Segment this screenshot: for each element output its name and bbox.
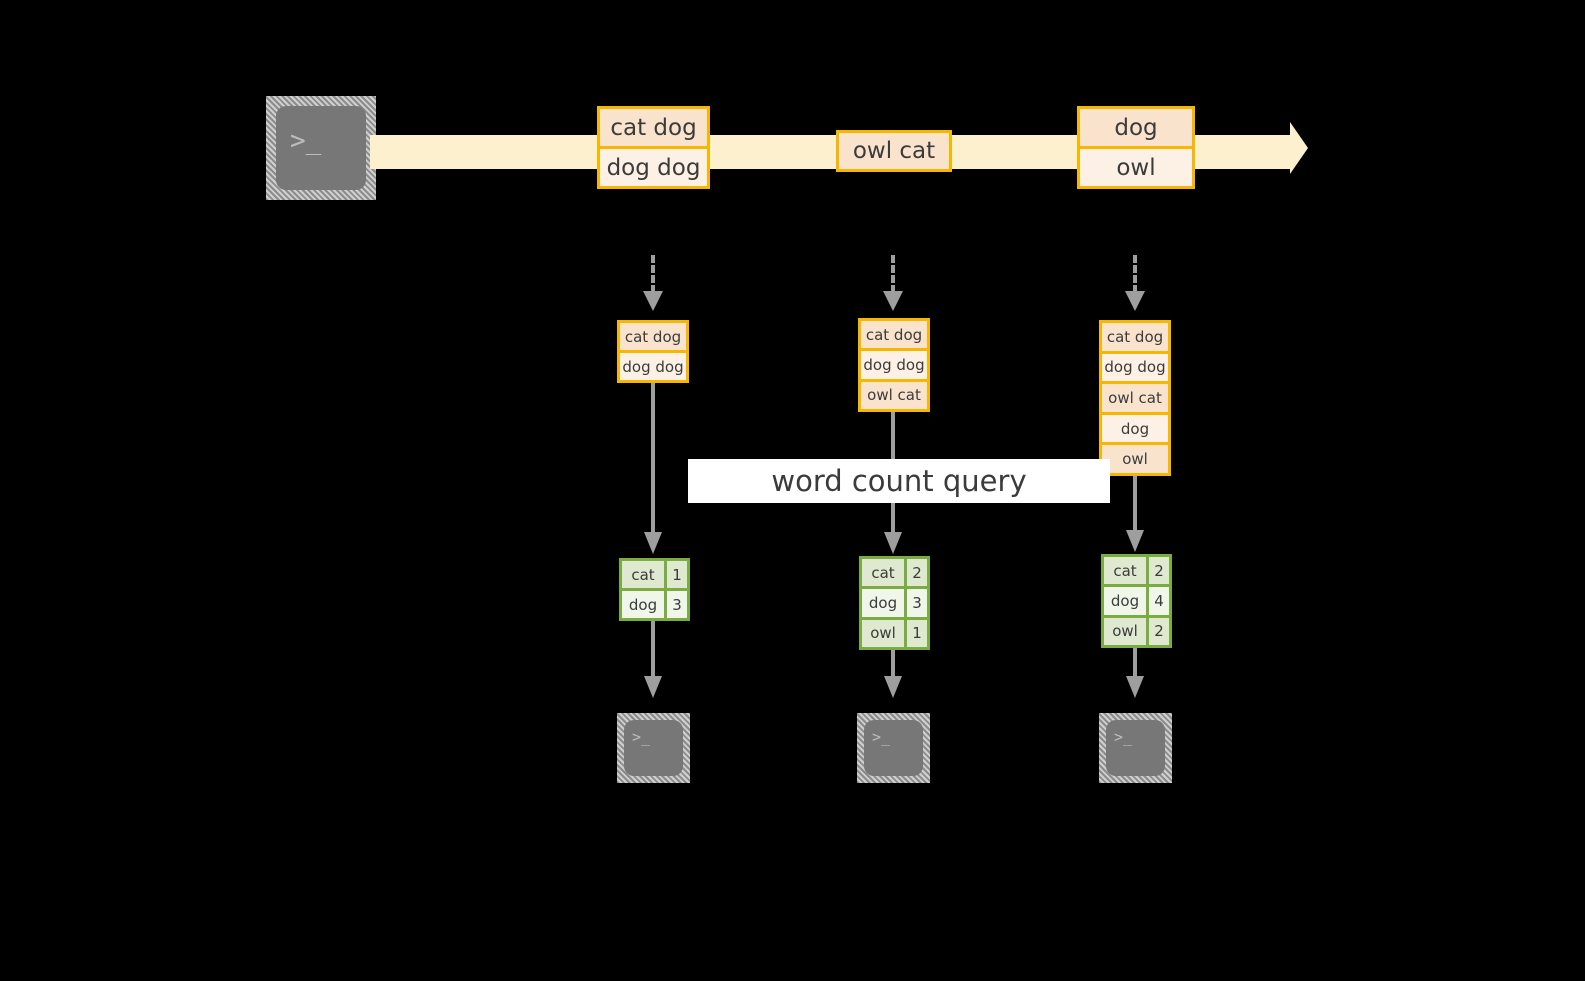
- query-arrow-head-icon: [1126, 530, 1144, 552]
- sink-terminal-icon: >_: [1099, 713, 1172, 783]
- table-row: dog 4: [1104, 584, 1169, 615]
- ingest-connector-line: [1133, 255, 1137, 293]
- result-count-cell: 2: [904, 559, 927, 587]
- sink-terminal-icon: >_: [617, 713, 690, 783]
- table-row: cat 2: [862, 559, 927, 587]
- stream-event-box: owl cat: [836, 130, 952, 172]
- table-row: owl 1: [862, 616, 927, 647]
- source-terminal-icon: >_: [266, 96, 376, 200]
- sink-arrow-head-icon: [884, 676, 902, 698]
- state-row: cat dog: [1102, 323, 1168, 351]
- table-row: cat 2: [1104, 557, 1169, 585]
- result-word-cell: dog: [862, 589, 904, 617]
- table-row: dog 3: [862, 586, 927, 617]
- ingest-arrow-head-icon: [643, 291, 663, 311]
- table-row: dog 3: [622, 588, 687, 618]
- query-banner: word count query: [688, 459, 1110, 503]
- terminal-screen: >_: [276, 106, 366, 190]
- state-row: dog dog: [1102, 350, 1168, 382]
- result-word-cell: dog: [1104, 587, 1146, 615]
- ingest-connector-line: [651, 255, 655, 293]
- result-table: cat 2 dog 3 owl 1: [859, 556, 930, 650]
- stream-event-line: owl: [1080, 146, 1192, 186]
- terminal-prompt-label: >_: [872, 728, 891, 746]
- ingest-connector-line: [891, 255, 895, 293]
- terminal-screen: >_: [624, 720, 683, 776]
- query-connector-line: [1133, 476, 1137, 538]
- state-box: cat dog dog dog: [617, 320, 689, 383]
- sink-connector-line: [651, 621, 655, 681]
- state-row: dog: [1102, 411, 1168, 443]
- result-count-cell: 2: [1146, 617, 1169, 645]
- result-table: cat 2 dog 4 owl 2: [1101, 554, 1172, 648]
- query-connector-line: [651, 383, 655, 538]
- stream-event-line: owl cat: [839, 133, 949, 169]
- terminal-prompt-label: >_: [290, 126, 322, 156]
- stream-event-line: dog: [1080, 109, 1192, 146]
- table-row: owl 2: [1104, 614, 1169, 645]
- state-row: owl cat: [1102, 381, 1168, 412]
- sink-arrow-head-icon: [644, 676, 662, 698]
- ingest-arrow-head-icon: [883, 291, 903, 311]
- result-count-cell: 3: [664, 591, 687, 618]
- state-row: cat dog: [861, 321, 927, 349]
- sink-connector-line: [1133, 648, 1137, 681]
- stream-event-box: cat dog dog dog: [597, 106, 710, 189]
- sink-connector-line: [891, 650, 895, 681]
- result-count-cell: 1: [904, 619, 927, 647]
- terminal-screen: >_: [864, 720, 923, 776]
- stream-event-box: dog owl: [1077, 106, 1195, 189]
- query-arrow-head-icon: [884, 532, 902, 554]
- state-row: dog dog: [620, 350, 686, 380]
- result-count-cell: 2: [1146, 557, 1169, 585]
- result-word-cell: dog: [622, 591, 664, 618]
- state-row: owl cat: [861, 378, 927, 409]
- result-word-cell: owl: [862, 619, 904, 647]
- ingest-arrow-head-icon: [1125, 291, 1145, 311]
- result-count-cell: 1: [664, 561, 687, 588]
- sink-arrow-head-icon: [1126, 676, 1144, 698]
- stream-arrow-head-icon: [1290, 122, 1308, 174]
- terminal-prompt-label: >_: [632, 728, 651, 746]
- result-word-cell: owl: [1104, 617, 1146, 645]
- table-row: cat 1: [622, 561, 687, 588]
- state-box: cat dog dog dog owl cat: [858, 318, 930, 412]
- terminal-prompt-label: >_: [1114, 728, 1133, 746]
- sink-terminal-icon: >_: [857, 713, 930, 783]
- result-table: cat 1 dog 3: [619, 558, 690, 621]
- state-row: owl: [1102, 442, 1168, 473]
- stream-event-line: cat dog: [600, 109, 707, 146]
- result-count-cell: 3: [904, 589, 927, 617]
- result-word-cell: cat: [1104, 557, 1146, 585]
- state-row: dog dog: [861, 348, 927, 379]
- result-count-cell: 4: [1146, 587, 1169, 615]
- query-banner-label: word count query: [771, 464, 1027, 498]
- query-arrow-head-icon: [644, 532, 662, 554]
- stream-event-line: dog dog: [600, 146, 707, 186]
- result-word-cell: cat: [622, 561, 664, 588]
- state-box: cat dog dog dog owl cat dog owl: [1099, 320, 1171, 476]
- terminal-screen: >_: [1106, 720, 1165, 776]
- state-row: cat dog: [620, 323, 686, 350]
- result-word-cell: cat: [862, 559, 904, 587]
